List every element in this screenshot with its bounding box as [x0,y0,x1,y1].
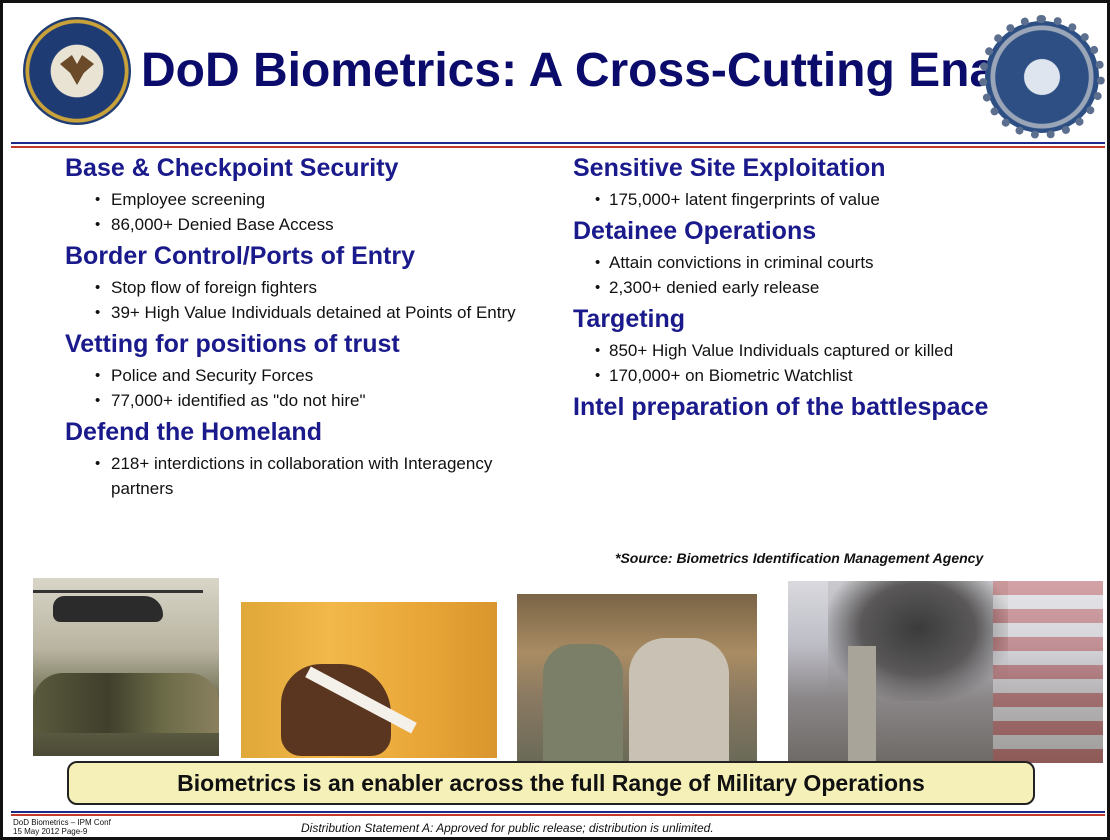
bullet-item: 175,000+ latent fingerprints of value [573,187,1110,212]
bullet-item: Employee screening [65,187,545,212]
section-heading: Border Control/Ports of Entry [65,242,416,270]
bullet-item: 170,000+ on Biometric Watchlist [573,363,1110,388]
helicopter-soldiers-photo [33,578,219,756]
bullet-item: 77,000+ identified as "do not hire" [65,388,545,413]
bullet-item: Police and Security Forces [65,363,545,388]
bound-hands-photo [241,602,497,758]
bullet-item: 2,300+ denied early release [573,275,1110,300]
dod-seal-icon [23,17,131,125]
left-column: Base & Checkpoint Security Employee scre… [65,153,545,505]
bullet-list: 175,000+ latent fingerprints of value [573,187,1110,212]
bullet-list: 850+ High Value Individuals captured or … [573,338,1110,388]
bullet-item: 218+ interdictions in collaboration with… [65,451,545,501]
section-vetting: Vetting for positions of trust Police an… [65,329,545,413]
section-defend-homeland: Defend the Homeland 218+ interdictions i… [65,417,545,501]
soldiers-shape [33,673,219,733]
bullet-list: Attain convictions in criminal courts 2,… [573,250,1110,300]
eagle-icon [60,55,94,85]
section-intel-preparation: Intel preparation of the battlespace [573,392,1110,422]
slide-title: DoD Biometrics: A Cross-Cutting Enabler [141,44,1085,97]
bullet-item: 39+ High Value Individuals detained at P… [65,300,545,325]
section-heading: Defend the Homeland [65,418,322,446]
section-heading: Intel preparation of the battlespace [573,393,989,421]
distribution-statement: Distribution Statement A: Approved for p… [301,821,714,835]
section-sensitive-site: Sensitive Site Exploitation 175,000+ lat… [573,153,1110,212]
footer-slide-info: DoD Biometrics – IPM Conf 15 May 2012 Pa… [13,818,111,836]
footer-rule-blue [11,811,1105,813]
section-border-control: Border Control/Ports of Entry Stop flow … [65,241,545,325]
footer-rule-red [11,814,1105,816]
section-heading: Targeting [573,305,686,333]
section-heading: Vetting for positions of trust [65,330,400,358]
rotor-shape [33,590,203,593]
flag-overlay [993,581,1103,763]
footer-line: DoD Biometrics – IPM Conf [13,818,111,827]
right-column: Sensitive Site Exploitation 175,000+ lat… [573,153,1110,422]
tower-shape [848,646,876,763]
bullet-list: Employee screening 86,000+ Denied Base A… [65,187,545,237]
biometrics-agency-seal-icon [979,15,1105,139]
section-targeting: Targeting 850+ High Value Individuals ca… [573,304,1110,388]
helicopter-shape [53,596,163,622]
bullet-list: 218+ interdictions in collaboration with… [65,451,545,501]
section-heading: Base & Checkpoint Security [65,154,399,182]
gear-ring-icon [979,15,1105,139]
section-detainee-operations: Detainee Operations Attain convictions i… [573,216,1110,300]
section-heading: Detainee Operations [573,217,817,245]
section-base-checkpoint: Base & Checkpoint Security Employee scre… [65,153,545,237]
iris-scan-photo [517,594,757,762]
footer-line: 15 May 2012 Page-9 [13,827,88,836]
bullet-item: Stop flow of foreign fighters [65,275,545,300]
civilian-shape [629,638,729,762]
bullet-item: 86,000+ Denied Base Access [65,212,545,237]
section-heading: Sensitive Site Exploitation [573,154,886,182]
header-rule-red [11,146,1105,148]
source-note: *Source: Biometrics Identification Manag… [615,550,984,566]
bullet-item: 850+ High Value Individuals captured or … [573,338,1110,363]
bullet-list: Stop flow of foreign fighters 39+ High V… [65,275,545,325]
bullet-list: Police and Security Forces 77,000+ ident… [65,363,545,413]
header-rule-blue [11,142,1105,144]
banner-message: Biometrics is an enabler across the full… [67,761,1035,805]
world-trade-center-photo [788,581,1103,763]
soldier-shape [543,644,623,762]
bullet-item: Attain convictions in criminal courts [573,250,1110,275]
